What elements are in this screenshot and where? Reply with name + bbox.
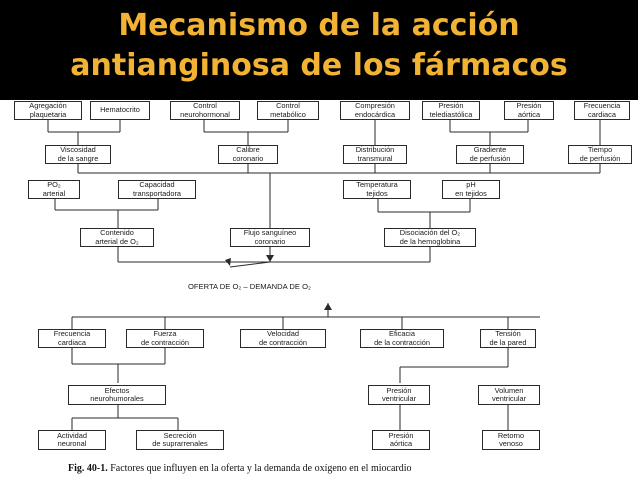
node-hematocrito: Hematocrito bbox=[90, 101, 150, 120]
node-secrecion: Secreción de suprarrenales bbox=[136, 430, 224, 450]
slide-title-line-1: Mecanismo de la acción bbox=[118, 8, 520, 43]
slide-title-line-2: antianginosa de los fármacos bbox=[70, 48, 568, 83]
node-ph: pH en tejidos bbox=[442, 180, 500, 199]
caption-text: Factores que influyen en la oferta y la … bbox=[110, 463, 412, 474]
node-viscosidad: Viscosidad de la sangre bbox=[45, 145, 111, 164]
node-presion-aortica: Presión aórtica bbox=[504, 101, 554, 120]
node-temperatura: Temperatura tejidos bbox=[343, 180, 411, 199]
node-control-neurohormonal: Control neurohormonal bbox=[170, 101, 240, 120]
node-tension: Tensión de la pared bbox=[480, 329, 536, 348]
node-tiempo: Tiempo de perfusión bbox=[568, 145, 632, 164]
node-retorno: Retorno venoso bbox=[482, 430, 540, 450]
caption-fig-number: Fig. 40-1. bbox=[68, 463, 108, 474]
node-eficacia: Eficacia de la contracción bbox=[360, 329, 444, 348]
node-presion-telediastolica: Presión telediastólica bbox=[422, 101, 480, 120]
node-actividad: Actividad neuronal bbox=[38, 430, 106, 450]
node-efectos: Efectos neurohumorales bbox=[68, 385, 166, 405]
node-frecuencia-top: Frecuencia cardiaca bbox=[574, 101, 630, 120]
slide-title: Mecanismo de la acción antianginosa de l… bbox=[0, 6, 638, 86]
title-banner: Mecanismo de la acción antianginosa de l… bbox=[0, 0, 638, 100]
node-fuerza: Fuerza de contracción bbox=[126, 329, 204, 348]
node-presion-ventricular: Presión ventricular bbox=[368, 385, 430, 405]
node-agregacion: Agregación plaquetaria bbox=[14, 101, 82, 120]
node-contenido: Contenido arterial de O₂ bbox=[80, 228, 154, 247]
node-distribucion: Distribución transmural bbox=[343, 145, 407, 164]
figure-caption: Fig. 40-1. Factores que influyen en la o… bbox=[68, 463, 628, 475]
node-capacidad: Capacidad transportadora bbox=[118, 180, 196, 199]
node-disociacion: Disociación del O₂ de la hemoglobina bbox=[384, 228, 476, 247]
node-compresion: Compresión endocárdica bbox=[340, 101, 410, 120]
node-velocidad: Velocidad de contracción bbox=[240, 329, 326, 348]
node-volumen-ventricular: Volumen ventricular bbox=[478, 385, 540, 405]
node-flujo: Flujo sanguíneo coronario bbox=[230, 228, 310, 247]
node-presion-aortica-low: Presión aórtica bbox=[372, 430, 430, 450]
node-po2-arterial: PO₂ arterial bbox=[28, 180, 80, 199]
node-frecuencia-low: Frecuencia cardiaca bbox=[38, 329, 106, 348]
node-control-metabolico: Control metabólico bbox=[257, 101, 319, 120]
node-gradiente: Gradiente de perfusión bbox=[456, 145, 524, 164]
balance-label: OFERTA DE O₂ – DEMANDA DE O₂ bbox=[188, 282, 311, 291]
node-calibre: Calibre coronario bbox=[218, 145, 278, 164]
